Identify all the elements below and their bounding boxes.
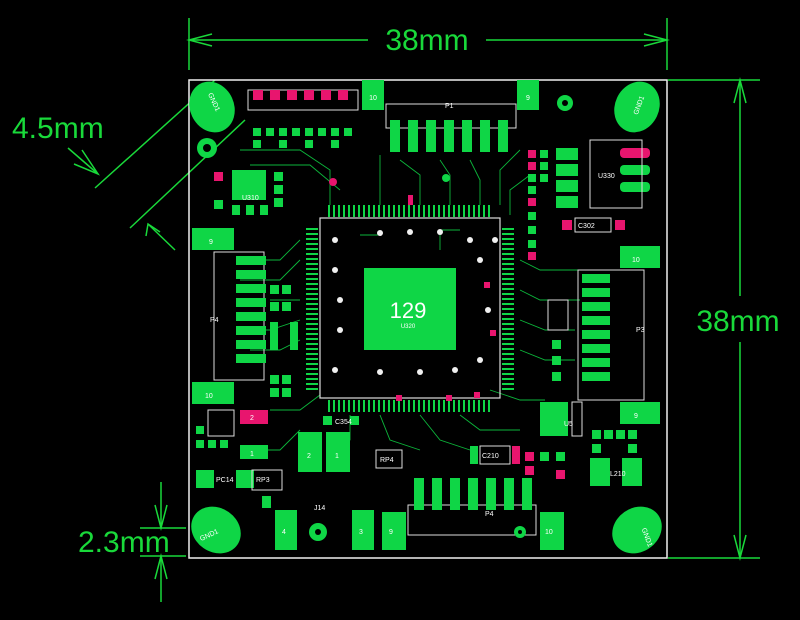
svg-text:1: 1 <box>250 451 254 458</box>
svg-text:C354: C354 <box>335 419 352 426</box>
connector-top: 10 9 P1 <box>362 80 573 152</box>
svg-text:C302: C302 <box>578 223 595 230</box>
hole-offset-dimension: 4.5mm <box>12 79 246 251</box>
edge-offset-label: 2.3mm <box>78 526 170 559</box>
svg-text:C210: C210 <box>482 453 499 460</box>
svg-text:10: 10 <box>545 529 553 536</box>
svg-text:10: 10 <box>205 393 213 400</box>
chip-ref: U320 <box>401 324 416 330</box>
main-chip: 129 U320 <box>306 174 514 412</box>
connector-bottom: 9 10 P4 <box>382 478 564 550</box>
mounting-hole-top-left: GND1 <box>189 81 235 158</box>
svg-text:10: 10 <box>632 257 640 264</box>
cap-c354: C354 <box>323 416 359 426</box>
mounting-hole-bottom-left: GND1 <box>191 506 241 554</box>
led-row <box>247 89 359 148</box>
svg-text:9: 9 <box>209 239 213 246</box>
svg-text:U5: U5 <box>564 421 573 428</box>
height-dimension: 38mm <box>668 77 780 561</box>
board-outline <box>188 79 668 559</box>
svg-text:9: 9 <box>389 529 393 536</box>
width-dimension: 38mm <box>186 18 670 70</box>
svg-text:U310: U310 <box>242 195 259 202</box>
connector-j14: 4 3 J14 2 1 <box>275 432 374 550</box>
svg-text:P3: P3 <box>636 327 645 334</box>
svg-text:9: 9 <box>634 413 638 420</box>
resistor-pack-rp4: RP4 C210 <box>375 445 520 469</box>
regulator-u330: U330 C302 <box>528 139 650 260</box>
svg-text:9: 9 <box>526 95 530 102</box>
connector-ref: P1 <box>445 103 454 110</box>
svg-text:4: 4 <box>282 529 286 536</box>
edge-offset-dimension: 2.3mm <box>78 482 186 602</box>
svg-text:P4: P4 <box>485 511 494 518</box>
svg-text:2: 2 <box>307 453 311 460</box>
mounting-hole-top-right: GND1 <box>614 81 660 133</box>
regulator-u310: U310 <box>214 170 283 215</box>
regulator-u5: U5 L210 <box>525 401 642 486</box>
connector-left: 9 10 P4 <box>192 228 298 404</box>
svg-text:L210: L210 <box>610 471 626 478</box>
svg-text:U330: U330 <box>598 173 615 180</box>
svg-text:2: 2 <box>250 415 254 422</box>
svg-text:10: 10 <box>369 95 377 102</box>
bottom-left-components: 2 1 PC14 RP3 <box>196 409 283 508</box>
hole-offset-label: 4.5mm <box>12 112 104 145</box>
svg-text:1: 1 <box>335 453 339 460</box>
svg-text:3: 3 <box>359 529 363 536</box>
svg-text:J14: J14 <box>314 505 325 512</box>
svg-text:PC14: PC14 <box>216 477 234 484</box>
svg-text:RP4: RP4 <box>380 457 394 464</box>
svg-text:P4: P4 <box>210 317 219 324</box>
mounting-hole-bottom-right: GND1 <box>612 506 662 554</box>
width-label: 38mm <box>385 24 468 57</box>
svg-text:RP3: RP3 <box>256 477 270 484</box>
chip-marking: 129 <box>390 298 427 323</box>
height-label: 38mm <box>696 305 779 338</box>
connector-right: 10 9 P3 <box>547 246 660 424</box>
